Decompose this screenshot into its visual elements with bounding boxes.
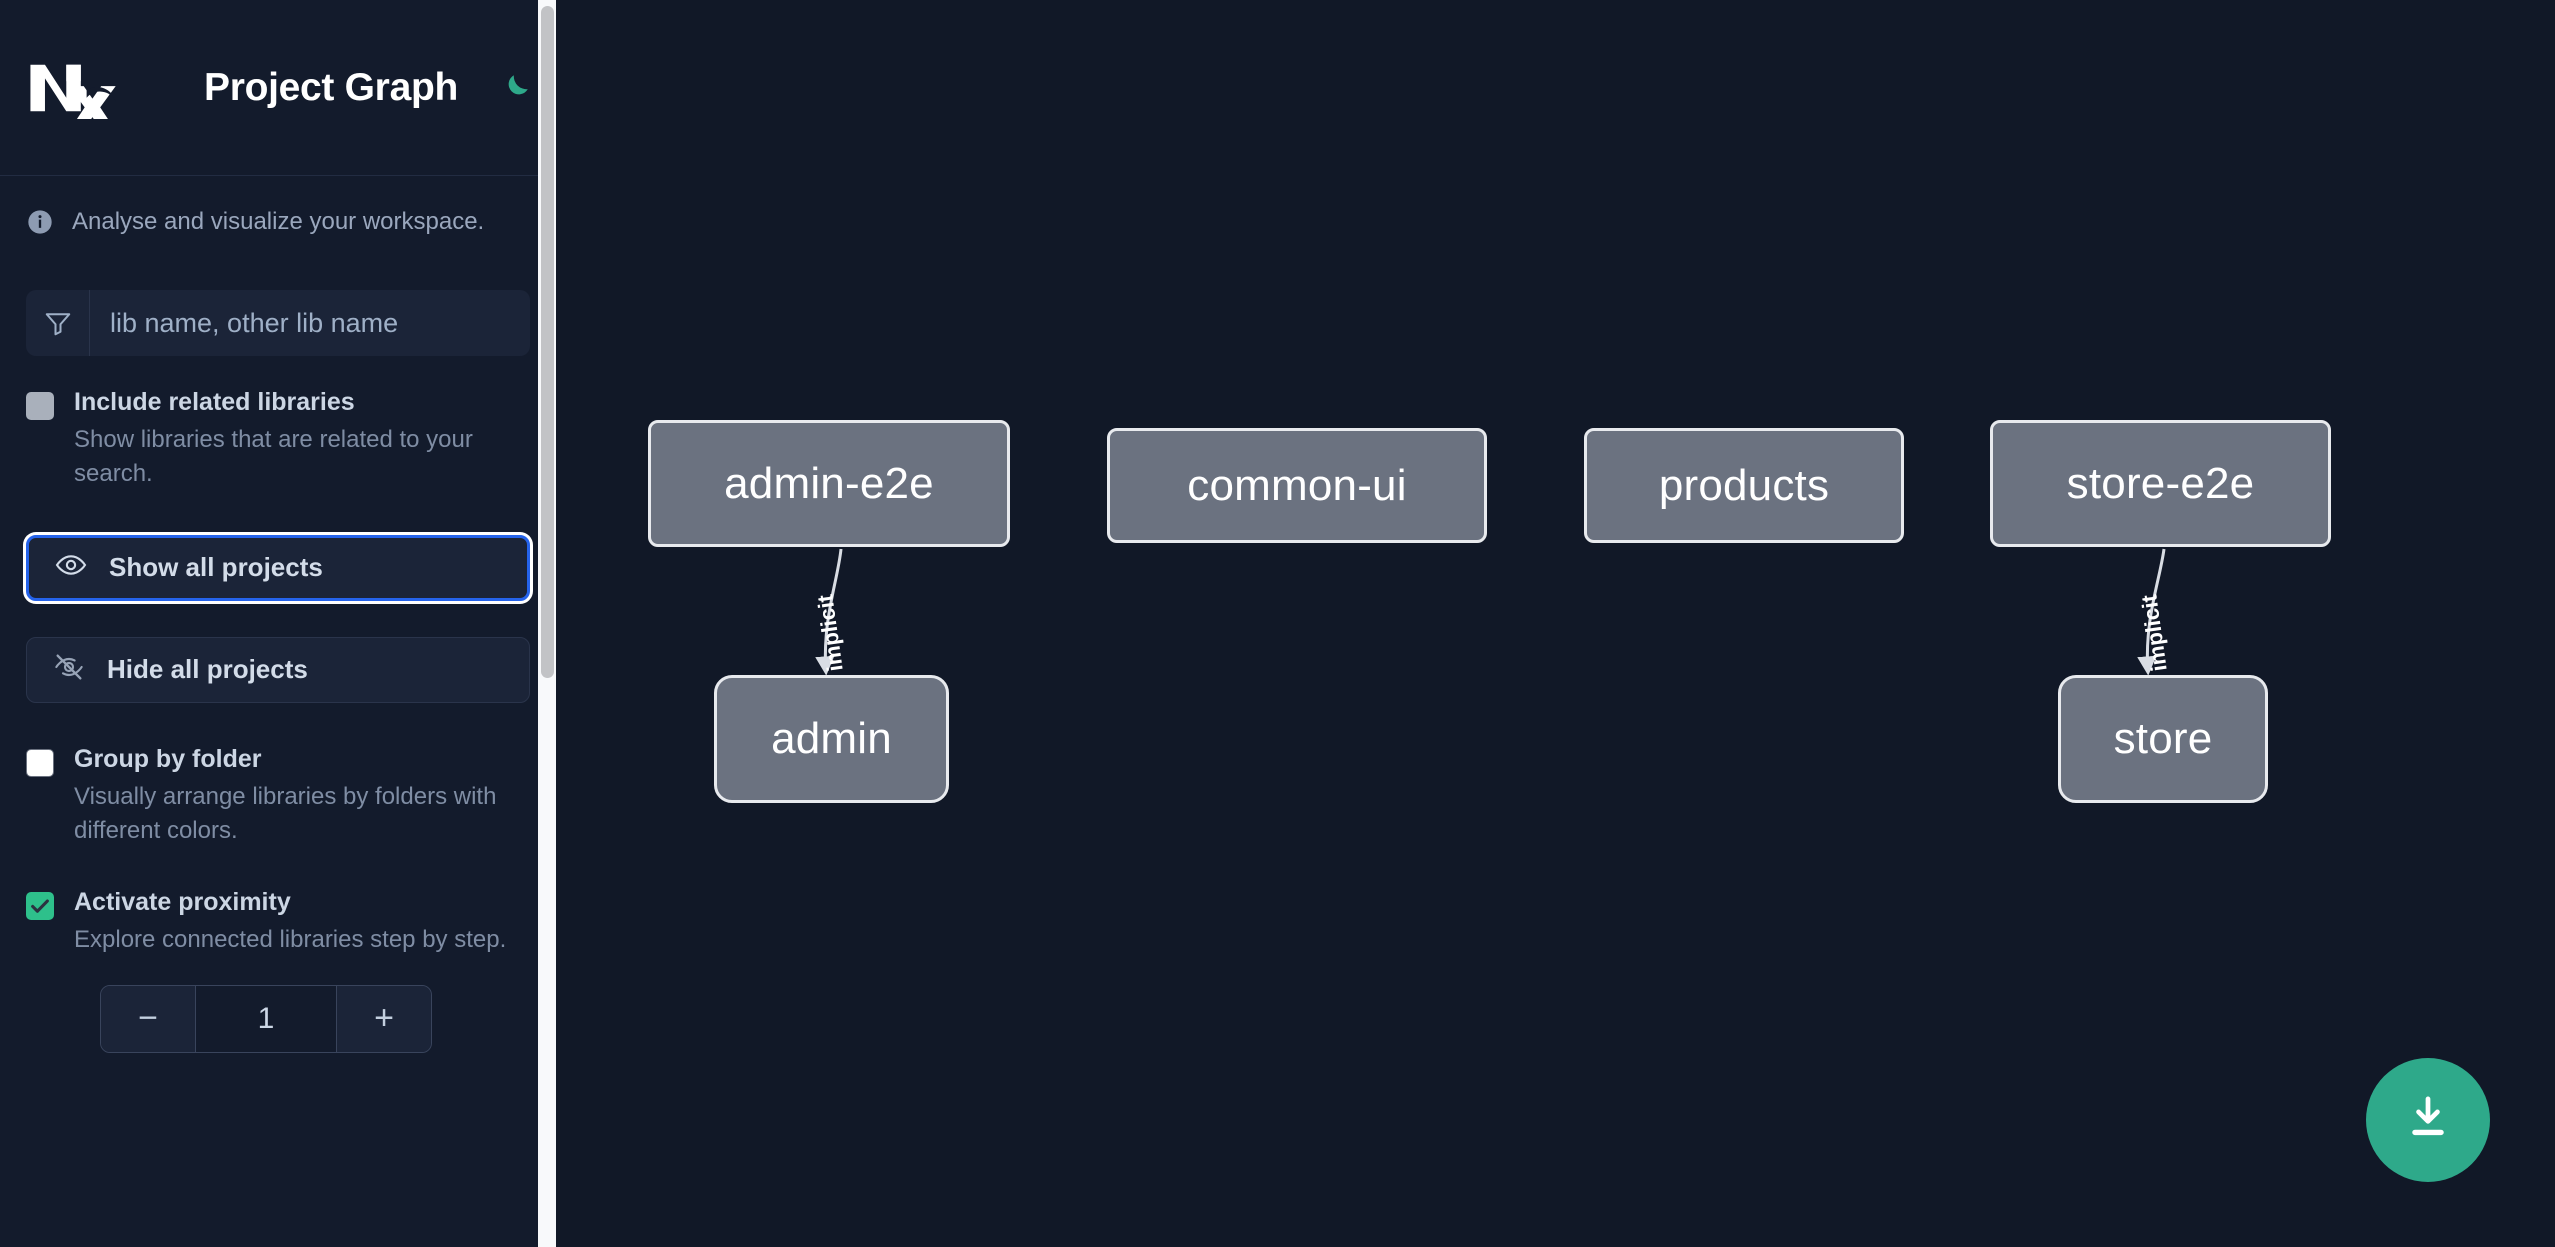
option-description: Show libraries that are related to your … bbox=[74, 425, 473, 487]
filter-icon[interactable] bbox=[26, 290, 90, 356]
nx-logo-icon bbox=[26, 57, 124, 119]
option-label: Activate proximity bbox=[74, 887, 291, 916]
download-icon bbox=[2401, 1091, 2455, 1150]
graph-node-products[interactable]: products bbox=[1584, 428, 1904, 543]
graph-node-store-e2e[interactable]: store-e2e bbox=[1990, 420, 2331, 547]
sidebar: Project Graph Analyse and visualize your… bbox=[0, 0, 556, 1247]
group-by-folder-checkbox[interactable] bbox=[26, 748, 54, 777]
sidebar-content: Project Graph Analyse and visualize your… bbox=[0, 0, 556, 1053]
sidebar-scrollbar-thumb[interactable] bbox=[541, 6, 554, 678]
show-all-projects-label: Show all projects bbox=[109, 552, 323, 583]
option-group-by-folder[interactable]: Group by folder Visually arrange librari… bbox=[0, 743, 556, 848]
proximity-value: 1 bbox=[196, 985, 336, 1052]
proximity-increment-button[interactable]: + bbox=[336, 985, 431, 1052]
node-label: admin bbox=[771, 714, 892, 763]
show-all-projects-button[interactable]: Show all projects bbox=[26, 534, 530, 601]
option-description: Visually arrange libraries by folders wi… bbox=[74, 782, 497, 844]
eye-icon bbox=[55, 549, 87, 586]
node-label: products bbox=[1658, 460, 1830, 510]
proximity-decrement-button[interactable]: − bbox=[101, 985, 196, 1052]
graph-node-admin-e2e[interactable]: admin-e2e bbox=[648, 420, 1010, 547]
moon-icon[interactable] bbox=[494, 67, 536, 109]
graph-edges bbox=[815, 548, 2166, 676]
workspace-info: Analyse and visualize your workspace. bbox=[0, 176, 556, 268]
page-title: Project Graph bbox=[204, 65, 458, 109]
graph-canvas[interactable]: admin-e2e common-ui products store-e2e a… bbox=[556, 0, 2555, 1247]
node-label: store bbox=[2113, 714, 2213, 763]
info-icon bbox=[26, 208, 54, 236]
proximity-stepper: − 1 + bbox=[100, 984, 432, 1053]
option-description: Explore connected libraries step by step… bbox=[74, 925, 507, 953]
graph-node-common-ui[interactable]: common-ui bbox=[1107, 428, 1487, 543]
hide-all-projects-label: Hide all projects bbox=[107, 654, 308, 685]
edge-store-e2e-store bbox=[2137, 548, 2166, 676]
option-label: Group by folder bbox=[74, 744, 262, 773]
search-input[interactable] bbox=[90, 290, 530, 356]
node-label: store-e2e bbox=[2066, 458, 2255, 508]
filter-bar bbox=[26, 290, 530, 356]
option-activate-proximity[interactable]: Activate proximity Explore connected lib… bbox=[0, 886, 556, 957]
node-label: admin-e2e bbox=[724, 458, 934, 508]
sidebar-header: Project Graph bbox=[0, 0, 556, 176]
activate-proximity-checkbox[interactable] bbox=[26, 891, 54, 920]
include-related-libraries-checkbox[interactable] bbox=[26, 392, 54, 420]
download-graph-button[interactable] bbox=[2366, 1058, 2490, 1182]
node-label: common-ui bbox=[1187, 460, 1407, 510]
eye-off-icon bbox=[53, 651, 85, 688]
option-include-related-libraries[interactable]: Include related libraries Show libraries… bbox=[0, 386, 556, 491]
workspace-info-text: Analyse and visualize your workspace. bbox=[72, 208, 485, 235]
graph-node-admin[interactable]: admin bbox=[714, 675, 949, 803]
hide-all-projects-button[interactable]: Hide all projects bbox=[26, 636, 530, 703]
sidebar-scrollbar[interactable] bbox=[538, 0, 556, 1247]
edge-admin-e2e-admin bbox=[815, 548, 843, 676]
graph-node-store[interactable]: store bbox=[2058, 675, 2268, 803]
option-label: Include related libraries bbox=[74, 388, 355, 416]
